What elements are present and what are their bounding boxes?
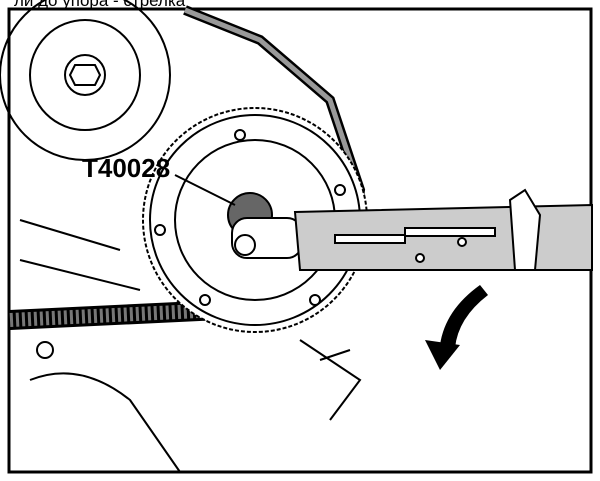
tool-label: T40028 <box>82 153 171 183</box>
label-leader-line <box>174 174 236 206</box>
camshaft-pulley-upper <box>0 0 171 161</box>
torque-wrench <box>231 188 593 271</box>
caption-text: ли до упора - стрелка <box>14 0 186 10</box>
engine-block-lines <box>19 219 362 473</box>
rotation-arrow-icon <box>425 285 488 370</box>
